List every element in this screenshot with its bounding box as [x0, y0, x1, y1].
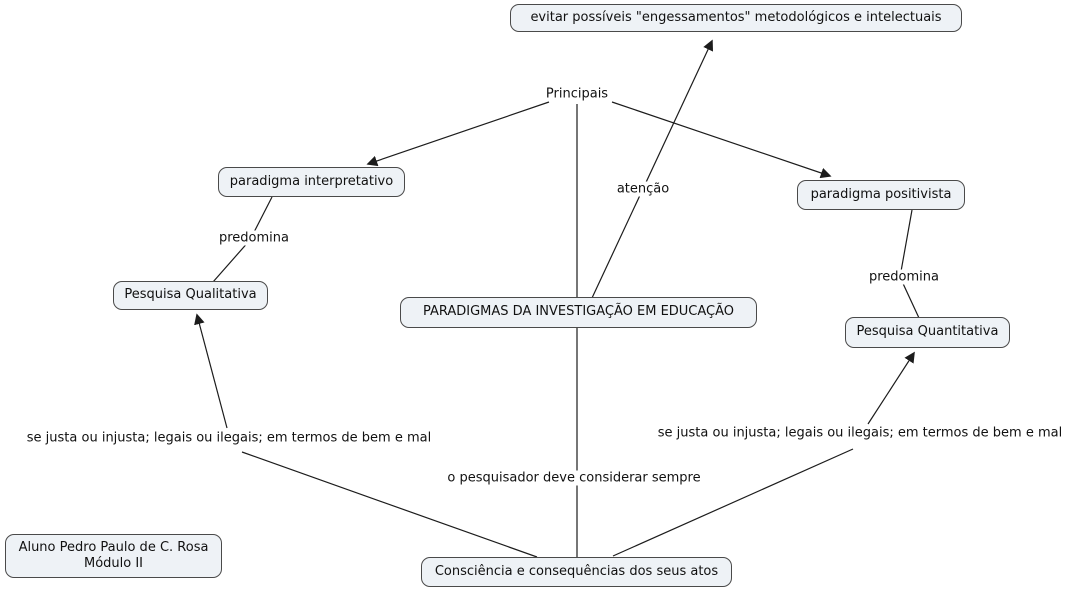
node-author-credit: Aluno Pedro Paulo de C. Rosa Módulo II — [5, 534, 222, 578]
label-atencao: atenção — [613, 181, 673, 197]
author-name: Aluno Pedro Paulo de C. Rosa — [18, 539, 209, 555]
link-consciencia-criterio-right — [612, 448, 854, 557]
label-predomina-right: predomina — [866, 269, 942, 285]
link-consciencia-criterio-left — [241, 451, 538, 558]
label-criterio-right: se justa ou injusta; legais ou ilegais; … — [654, 425, 1066, 441]
link-criterio-quantitativa — [867, 351, 915, 425]
author-module: Módulo II — [83, 556, 144, 571]
link-principais-interpretativo — [366, 101, 550, 167]
link-positivista-quantitativa — [899, 209, 920, 319]
node-consciencia-atos: Consciência e consequências dos seus ato… — [421, 557, 732, 587]
label-criterio-left: se justa ou injusta; legais ou ilegais; … — [23, 430, 435, 446]
label-predomina-left: predomina — [216, 230, 292, 246]
node-pesquisa-qualitativa: Pesquisa Qualitativa — [113, 281, 268, 310]
node-paradigma-positivista: paradigma positivista — [797, 180, 965, 210]
label-principais: Principais — [542, 86, 612, 102]
node-paradigmas-central: PARADIGMAS DA INVESTIGAÇÃO EM EDUCAÇÃO — [400, 297, 757, 328]
node-paradigma-interpretativo: paradigma interpretativo — [218, 167, 405, 197]
node-pesquisa-quantitativa: Pesquisa Quantitativa — [845, 317, 1010, 348]
label-pesquisador: o pesquisador deve considerar sempre — [444, 470, 704, 486]
node-evitar-engessamentos: evitar possíveis "engessamentos" metodol… — [510, 4, 962, 32]
link-criterio-qualitativa — [194, 313, 228, 429]
link-atencao-evitar — [591, 39, 714, 299]
link-principais-positivista — [611, 101, 832, 179]
